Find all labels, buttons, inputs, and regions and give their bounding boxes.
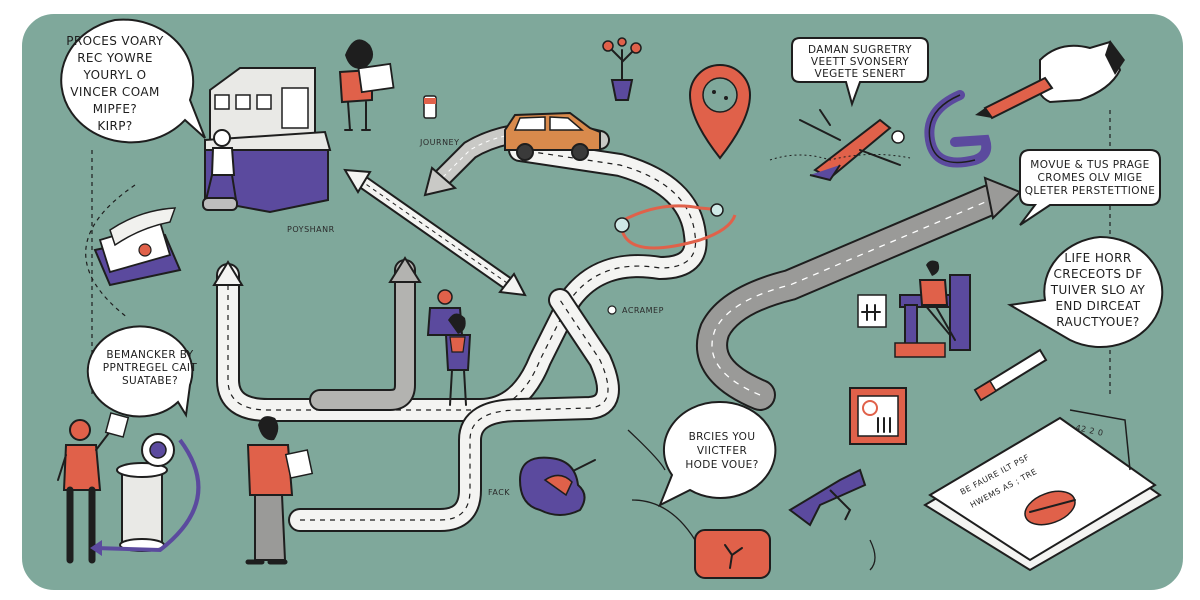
speech-bubble-top-left: PROCES VOARY REC YOWRE YOURYL O VINCER C… (60, 18, 206, 144)
bubble-line: VEGETE SENERT (815, 68, 906, 80)
label-poyshanr: POYSHANR (287, 225, 335, 234)
bubble-line: MIPFE? (93, 102, 137, 116)
speech-bubble-right-upper: MOVUE & TUS PRAGE CROMES OLV MIGE QLETER… (1019, 149, 1161, 226)
car-icon (504, 111, 601, 161)
potted-plant-icon (602, 37, 642, 101)
bubble-line: VINCER COAM (70, 85, 159, 99)
bubble-line: MOVUE & TUS PRAGE (1030, 159, 1149, 171)
pen-icon (975, 76, 1054, 120)
speech-bubble-right-middle: LIFE HORR CRECEOTS DF TUIVER SLO AY END … (1007, 235, 1164, 348)
bubble-line: BRCIES YOU (689, 431, 756, 443)
magnifier-icon (614, 203, 737, 250)
bubble-line: YOURYL O (83, 68, 147, 82)
location-pin-icon (688, 64, 752, 160)
bubble-line: DAMAN SUGRETRY (808, 44, 912, 56)
bubble-line: END DIRCEAT (1055, 299, 1140, 313)
puzzle-icon (518, 456, 596, 516)
label-journey: JOURNEY (419, 138, 460, 147)
bubble-line: BEMANCKER BY (106, 349, 193, 361)
bubble-line: PROCES VOARY (66, 34, 164, 48)
desk-papers (93, 207, 182, 287)
grey-road (696, 176, 1022, 411)
diagonal-arrow (343, 168, 527, 297)
main-winding-path (212, 138, 708, 532)
man-reading (245, 416, 314, 565)
bubble-line: KIRP? (97, 119, 132, 133)
bubble-line: CRECEOTS DF (1053, 267, 1142, 281)
speech-bubble-top-center-right: DAMAN SUGRETRY VEETT SVONSERY VEGETE SEN… (791, 37, 929, 108)
bubble-line: HODE VOUE? (685, 459, 758, 471)
compass-icon (90, 433, 201, 556)
jar-icon (423, 95, 437, 119)
target-sign-icon (849, 387, 907, 445)
bubble-line: VEETT SVONSERY (811, 56, 909, 68)
curl-icon (924, 90, 992, 168)
speech-bubble-left-middle: BEMANCKER BY PPNTREGEL CAIT SUATABE? (86, 325, 198, 418)
bubble-line: REC YOWRE (77, 51, 153, 65)
bubble-line: SUATABE? (122, 375, 178, 387)
connector-arrows (627, 429, 876, 571)
crayon-icon (973, 348, 1048, 402)
person-sitting-building (202, 129, 238, 211)
guide-lines (85, 110, 1111, 395)
two-people (426, 289, 472, 406)
bubble-line: QLETER PERSTETTIONE (1025, 185, 1156, 197)
man-on-bench (857, 260, 971, 358)
document-icon (923, 409, 1162, 572)
bubble-line: TUIVER SLO AY (1050, 283, 1146, 297)
purple-plane-icon (788, 468, 867, 527)
bubble-line: RAUCTYOUE? (1056, 315, 1139, 329)
coral-tile (694, 529, 771, 579)
plane-icon (769, 109, 911, 182)
answer-dot (607, 305, 617, 315)
label-fack: FACK (488, 488, 510, 497)
speech-bubble-bottom-center: BRCIES YOU VIICTFER HODE VOUE? (658, 400, 777, 508)
bubble-line: LIFE HORR (1064, 251, 1131, 265)
bubble-line: PPNTREGEL CAIT (103, 362, 198, 374)
woman-with-map (338, 39, 395, 131)
bubble-line: CROMES OLV MIGE (1038, 172, 1143, 184)
up-arrow (309, 256, 422, 411)
label-answer: ACRAMEP (622, 306, 664, 315)
bubble-line: VIICTFER (697, 445, 747, 457)
